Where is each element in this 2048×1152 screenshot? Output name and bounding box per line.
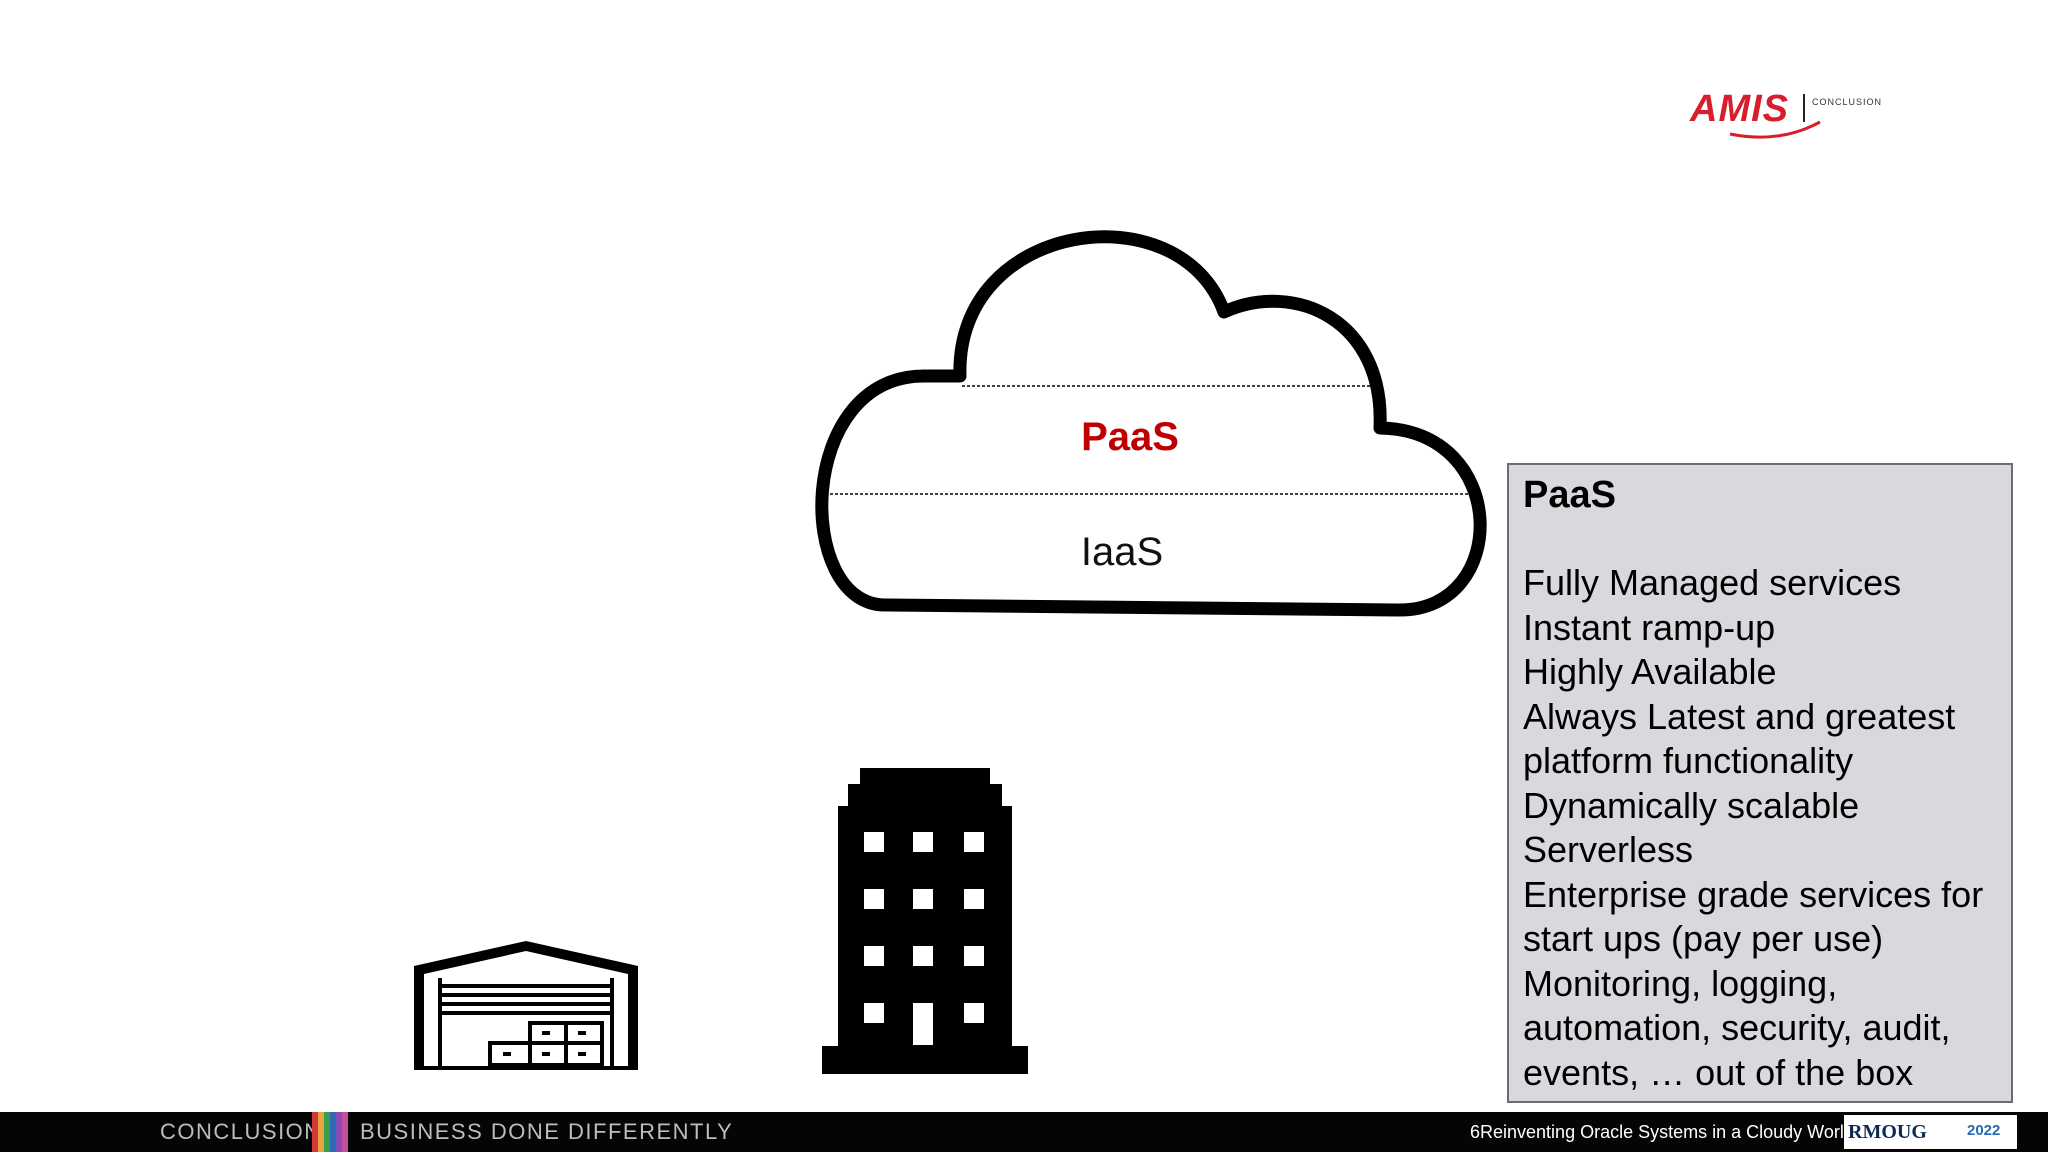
cloud-paas-label: PaaS: [1081, 415, 1179, 459]
list-item: platform functionality: [1523, 740, 1854, 781]
footer-bar: CONCLUSION BUSINESS DONE DIFFERENTLY 6Re…: [0, 1112, 2048, 1152]
rmoug-logo-text: RMOUG: [1848, 1121, 1927, 1143]
list-item: Monitoring, logging,: [1523, 962, 1838, 1004]
paas-info-box: PaaS Fully Managed services Instant ramp…: [1507, 463, 2013, 1103]
logo-swoosh-icon: [1729, 94, 1821, 139]
warehouse-icon: [414, 941, 638, 1070]
stripe-segment: [324, 1112, 330, 1152]
stripe-segment: [336, 1112, 342, 1152]
list-item: Always Latest and greatest: [1523, 695, 1956, 737]
list-item: Enterprise grade services for: [1523, 873, 1984, 915]
stripe-segment: [330, 1112, 336, 1152]
list-item: events, … out of the box: [1523, 1051, 1914, 1093]
list-item: Instant ramp-up: [1523, 606, 1776, 648]
logo-text: AMIS: [1690, 88, 1789, 130]
footer-color-stripe: [312, 1112, 348, 1152]
office-building-icon: [822, 768, 1028, 1074]
info-box-title: PaaS: [1523, 474, 1616, 516]
list-item: Serverless: [1523, 829, 1694, 870]
amis-logo: AMIS CONCLUSION: [1690, 88, 1900, 148]
list-item: Dynamically scalable: [1523, 784, 1860, 826]
stripe-segment: [312, 1112, 318, 1152]
stripe-segment: [318, 1112, 324, 1152]
info-box-list: Fully Managed services Instant ramp-up H…: [1523, 561, 1999, 1095]
footer-brand: CONCLUSION: [160, 1119, 322, 1144]
list-item: Fully Managed services: [1523, 562, 1902, 603]
list-item: Highly Available: [1523, 651, 1777, 692]
footer-tagline: BUSINESS DONE DIFFERENTLY: [360, 1119, 734, 1144]
cloud-iaas-label: IaaS: [1080, 530, 1164, 574]
event-logo: 2022: [1939, 1115, 2017, 1149]
footer-slide-title: 6Reinventing Oracle Systems in a Cloudy …: [1470, 1122, 1854, 1142]
logo-subtext: CONCLUSION: [1812, 97, 1883, 107]
list-item: automation, security, audit,: [1523, 1007, 1951, 1048]
list-item: start ups (pay per use): [1523, 918, 1884, 959]
stripe-segment: [342, 1112, 348, 1152]
rmoug-logo: RMOUG: [1844, 1115, 1939, 1149]
event-year: 2022: [1967, 1122, 2001, 1139]
